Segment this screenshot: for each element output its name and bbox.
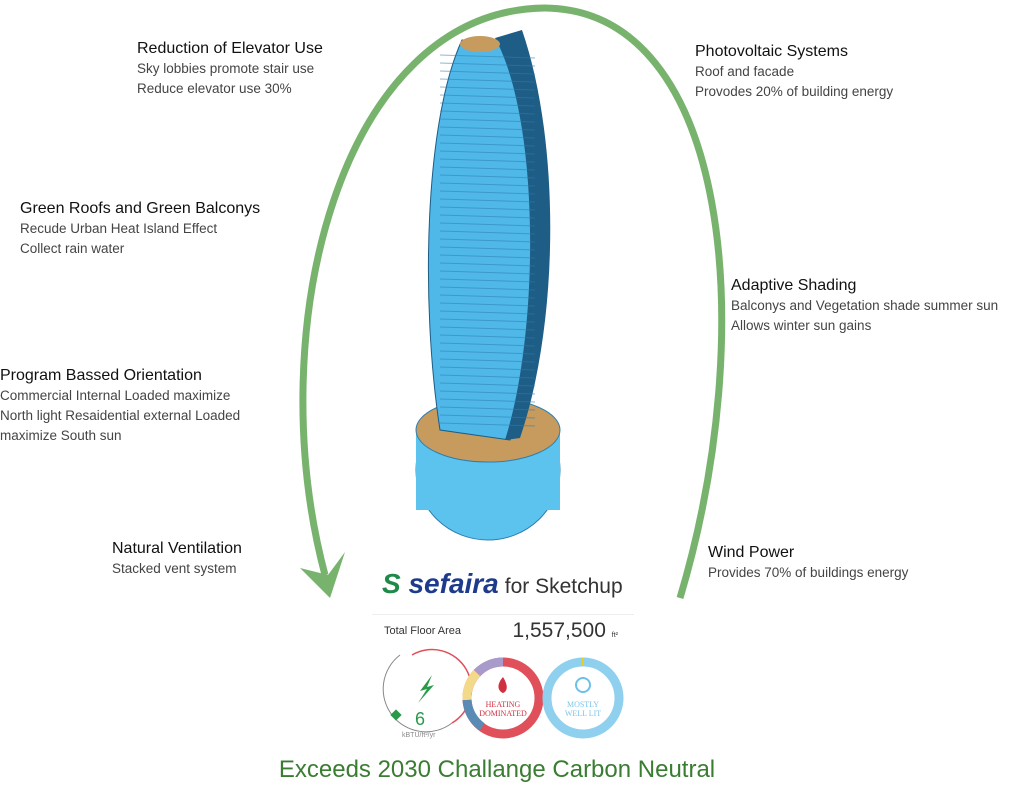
floor-band	[439, 182, 536, 187]
floor-band	[439, 278, 536, 283]
svg-text:DOMINATED: DOMINATED	[479, 709, 527, 718]
floor-band	[439, 206, 536, 211]
svg-text:MOSTLY: MOSTLY	[567, 700, 599, 709]
footer-headline: Exceeds 2030 Challange Carbon Neutral	[278, 756, 716, 783]
floor-band	[439, 334, 536, 339]
tower-facade-dark	[495, 30, 551, 440]
floor-band	[439, 406, 536, 411]
floor-band	[439, 310, 536, 315]
floor-band	[439, 142, 536, 147]
floor-band	[439, 350, 536, 355]
floor-band	[439, 102, 536, 107]
floor-band	[439, 366, 536, 371]
floor-band	[439, 70, 536, 75]
lightning-icon	[418, 675, 434, 703]
floor-band	[439, 382, 536, 387]
floor-band	[439, 230, 536, 235]
floor-band	[439, 174, 536, 179]
floor-band	[439, 414, 536, 419]
floor-area-value: 1,557,500 ft²	[512, 619, 618, 642]
floor-band	[439, 246, 536, 251]
floor-band	[439, 422, 536, 427]
tower-illustration	[415, 30, 561, 541]
svg-text:WELL LIT: WELL LIT	[565, 709, 601, 718]
widget-gauges: 6 kBTU/ft²/yr HEATING DOMINATED MOSTLY W…	[382, 648, 624, 739]
floor-band	[439, 118, 536, 123]
floor-area-label: Total Floor Area	[384, 625, 462, 637]
floor-band	[439, 94, 536, 99]
floor-band	[439, 62, 536, 67]
floor-band	[439, 166, 536, 171]
floor-band	[439, 150, 536, 155]
floor-band	[439, 214, 536, 219]
floor-band	[439, 190, 536, 195]
flame-icon	[498, 677, 507, 693]
floor-band	[439, 342, 536, 347]
floor-band	[439, 302, 536, 307]
floor-band	[439, 198, 536, 203]
floor-band	[439, 262, 536, 267]
svg-text:kBTU/ft²/yr: kBTU/ft²/yr	[402, 732, 436, 739]
floor-band	[439, 158, 536, 163]
floor-band	[439, 294, 536, 299]
svg-text:6: 6	[415, 709, 425, 729]
floor-band	[439, 318, 536, 323]
floor-band	[439, 86, 536, 91]
arrow-head-icon	[300, 552, 345, 598]
daylight-ring: MOSTLY WELL LIT	[542, 657, 624, 739]
floor-band	[439, 254, 536, 259]
floor-band	[439, 54, 536, 59]
floor-band	[439, 126, 536, 131]
floor-band	[439, 110, 536, 115]
floor-band	[439, 398, 536, 403]
floor-band	[439, 390, 536, 395]
floor-band	[439, 326, 536, 331]
cycle-arc	[299, 4, 726, 599]
floor-band	[439, 270, 536, 275]
floor-band	[439, 222, 536, 227]
floor-band	[439, 238, 536, 243]
floor-band	[439, 78, 536, 83]
floor-band	[439, 374, 536, 379]
floor-band	[439, 134, 536, 139]
sun-icon	[575, 677, 591, 693]
heating-ring: HEATING DOMINATED	[462, 657, 544, 739]
floor-band	[439, 286, 536, 291]
eui-gauge: 6 kBTU/ft²/yr	[382, 648, 473, 739]
tower-roof	[460, 36, 500, 52]
svg-text:HEATING: HEATING	[486, 700, 521, 709]
floor-band	[439, 358, 536, 363]
